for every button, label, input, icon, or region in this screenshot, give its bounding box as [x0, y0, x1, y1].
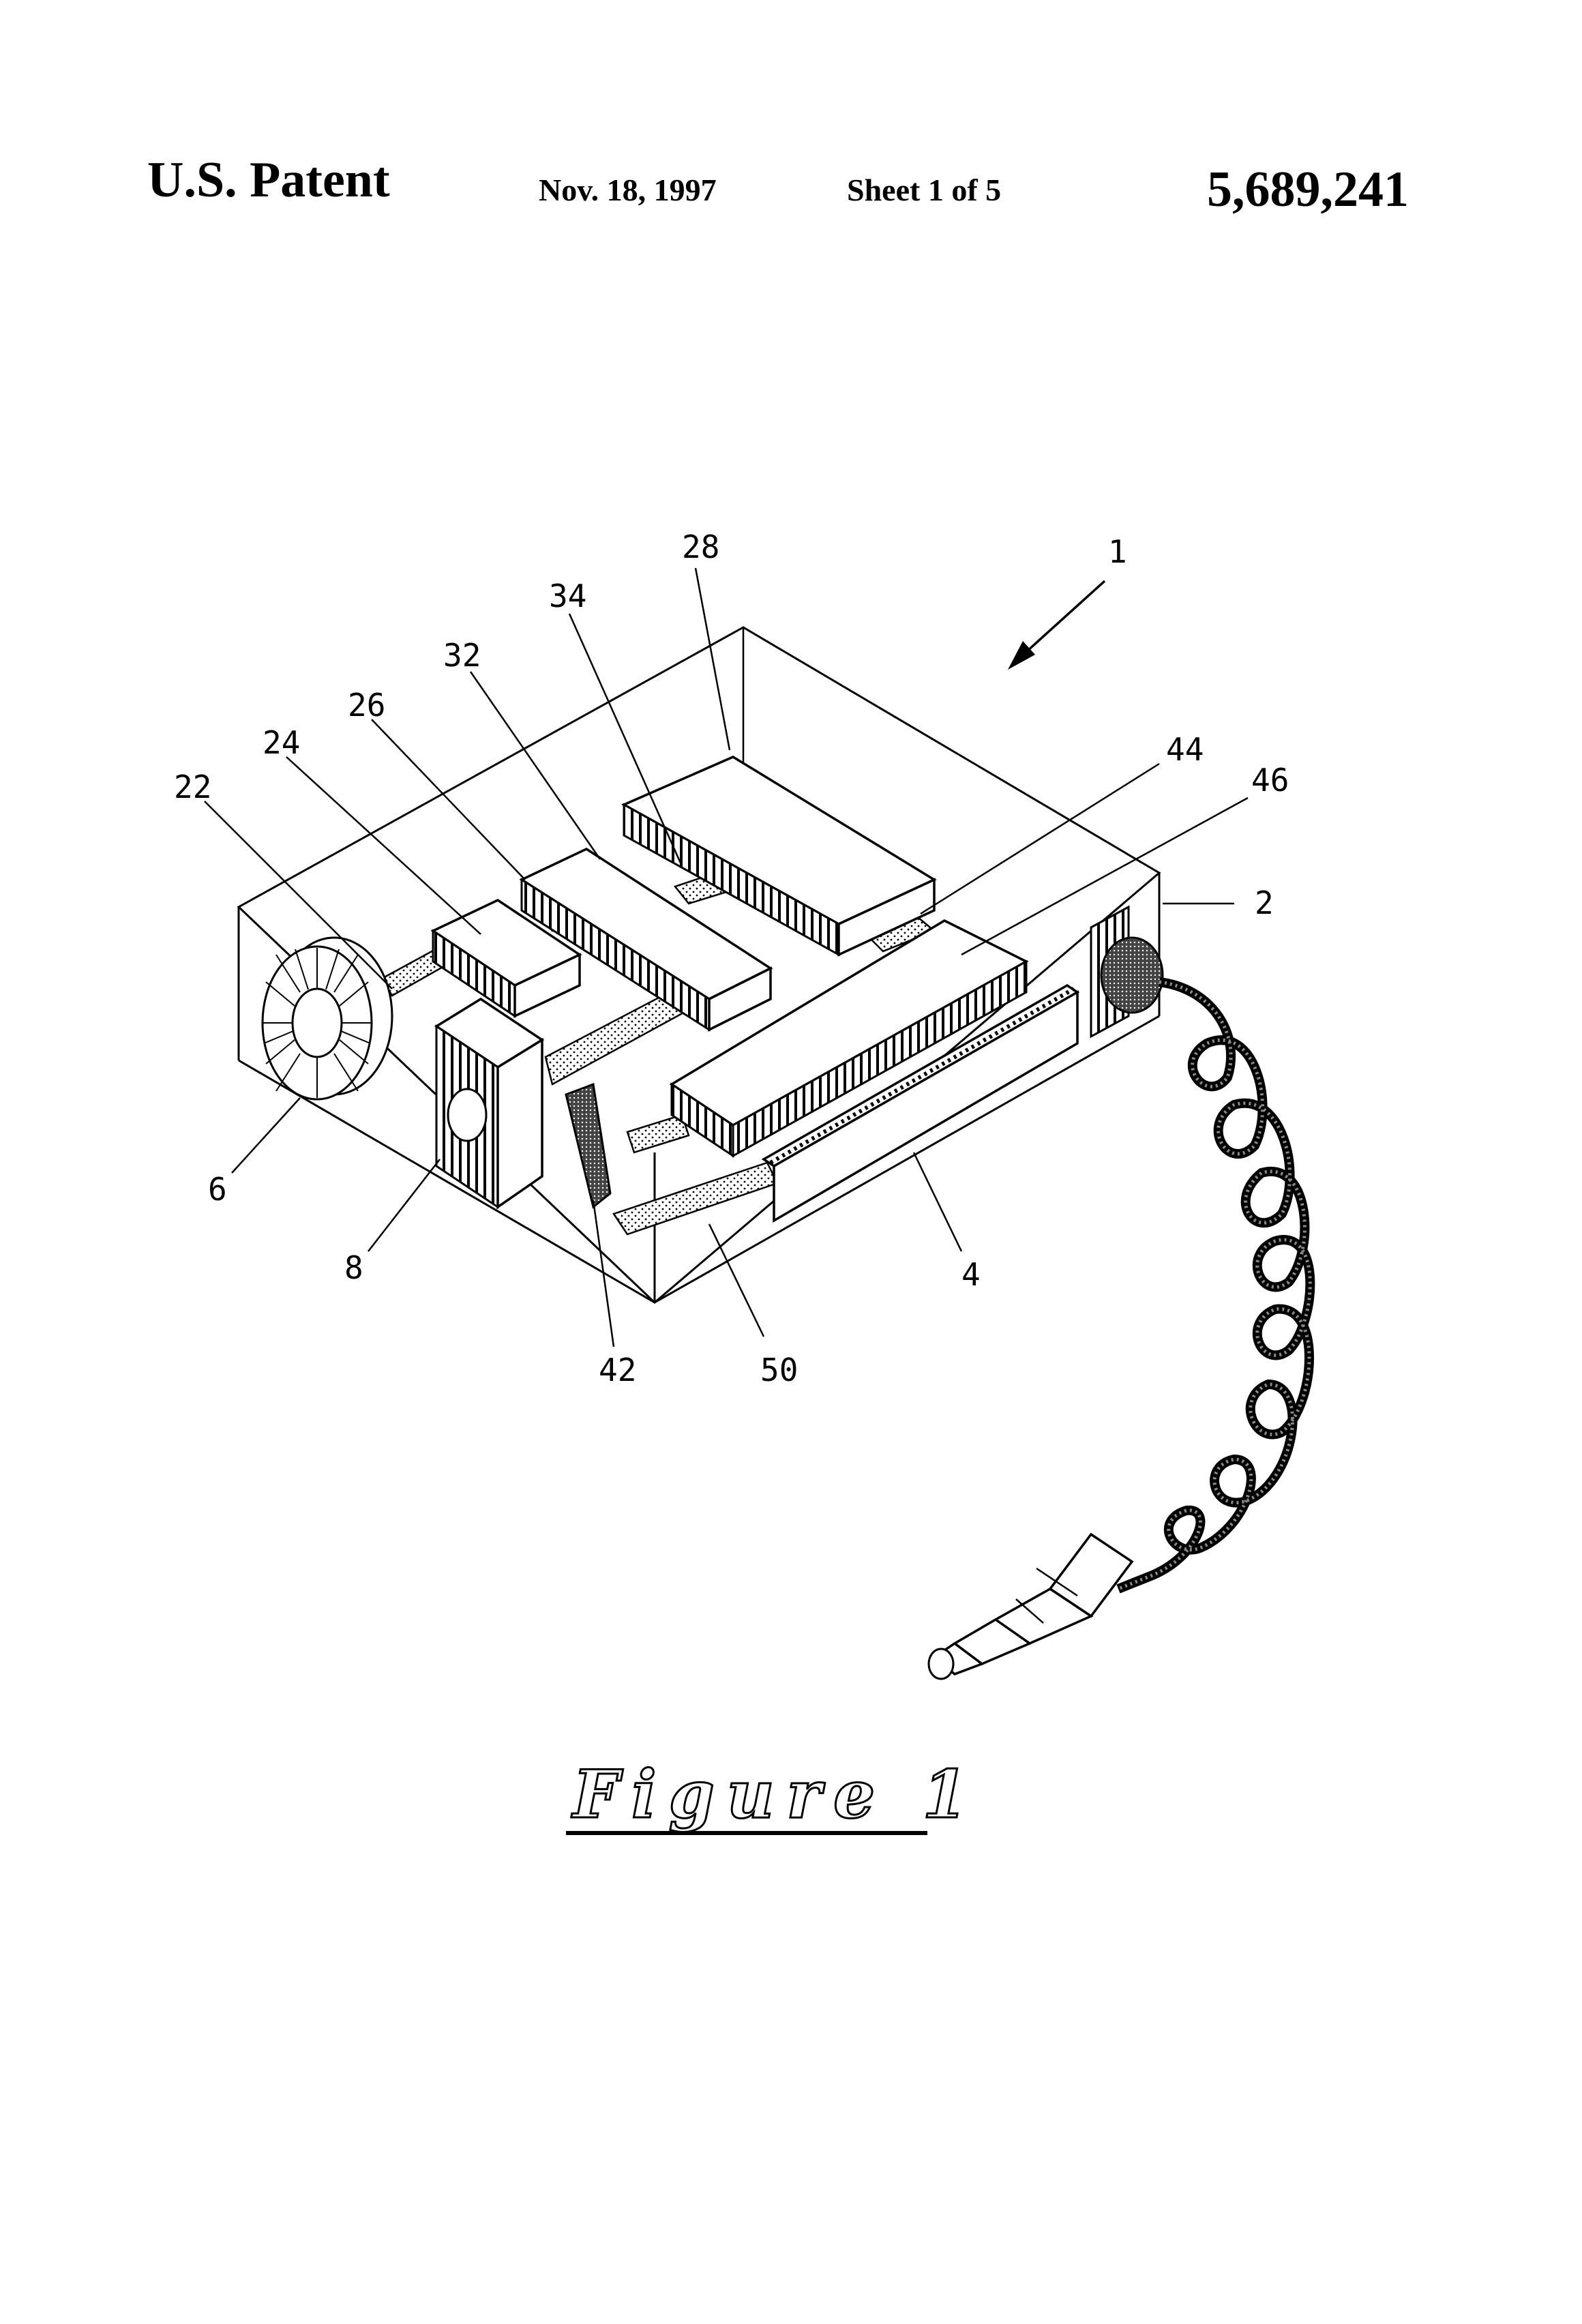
figure-caption: Figure 1: [571, 1756, 980, 1833]
patent-date: Nov. 18, 1997: [539, 173, 717, 207]
ref-1: 1: [1108, 533, 1127, 570]
coiled-cord: [1100, 936, 1315, 1594]
leader-lines: [204, 567, 1249, 1347]
ref-42: 42: [599, 1352, 636, 1388]
ref-44: 44: [1166, 731, 1204, 768]
patent-number: 5,689,241: [1207, 162, 1409, 218]
fan-6: [261, 936, 393, 1101]
ref-50: 50: [760, 1352, 798, 1388]
component-24-block: [430, 898, 582, 1018]
ref-2: 2: [1255, 884, 1274, 921]
lighter-plug: [927, 1532, 1134, 1680]
ref-6: 6: [208, 1171, 227, 1208]
component-42: [565, 1082, 612, 1209]
component-4-bar: [761, 983, 1080, 1223]
component-46-block: [669, 919, 1029, 1158]
ref-22: 22: [174, 769, 211, 805]
ref-46: 46: [1251, 762, 1289, 799]
ref-28: 28: [682, 528, 719, 565]
switch-8: [434, 997, 545, 1210]
ref-26: 26: [348, 687, 385, 724]
ref-34: 34: [549, 578, 586, 614]
ref-32: 32: [443, 637, 481, 674]
component-32-block: [519, 848, 773, 1032]
component-28-block: [621, 756, 937, 957]
sheet-number: Sheet 1 of 5: [847, 173, 1002, 207]
ref-8: 8: [344, 1249, 363, 1286]
patent-label: U.S. Patent: [147, 152, 390, 208]
ref-24: 24: [263, 724, 300, 761]
ref-4: 4: [961, 1256, 981, 1293]
